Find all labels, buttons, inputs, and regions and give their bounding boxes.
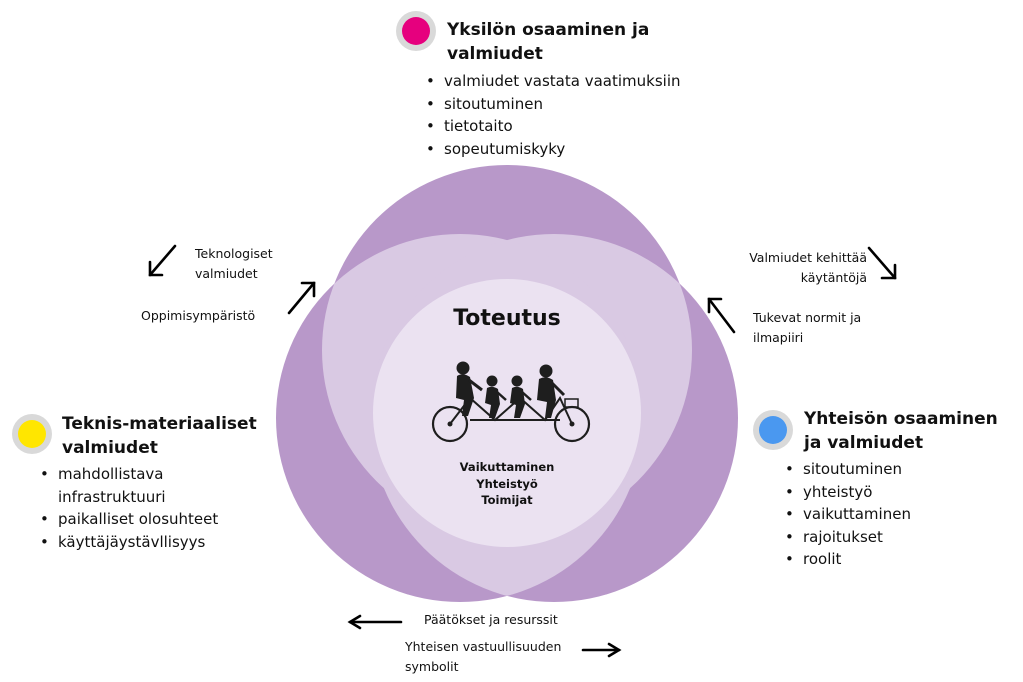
technical-color-dot [12,414,52,454]
label-decisions: Päätökset ja resurssit [424,612,558,627]
list-item: valmiudet vastata vaatimuksiin [422,70,712,93]
list-item: käyttäjäystävllisyys [36,531,236,554]
group-individual-list: valmiudet vastata vaatimuksiin sitoutumi… [422,70,712,160]
center-item: Vaikuttaminen [459,460,555,474]
group-community-list: sitoutuminen yhteistyö vaikuttaminen raj… [781,458,981,571]
list-item: mahdollistava infrastruktuuri [36,463,236,508]
center-items: Vaikuttaminen Yhteistyö Toimijat [407,459,607,509]
label-shared-responsibility: Yhteisen vastuullisuuden symbolit [405,639,562,674]
community-color-dot [753,410,793,450]
list-item: sitoutuminen [781,458,981,481]
center-item: Yhteistyö [476,476,538,491]
arrow-up-right-learning [287,281,316,315]
group-technical-title: Teknis-materiaaliset valmiudet [62,414,257,458]
arrow-left-decisions [347,614,403,630]
group-community-title: Yhteisön osaaminen ja valmiudet [804,409,998,453]
flow-arrows [148,244,897,658]
list-item: sopeutumiskyky [422,138,712,161]
center-item: Toimijat [481,493,533,507]
list-item: tietotaito [422,115,712,138]
group-technical-list: mahdollistava infrastruktuuri paikallise… [36,463,236,553]
arrow-down-right-practices [867,246,897,280]
center-title: Toteutus [453,306,561,331]
arrow-down-left-tech [148,244,177,277]
list-item: roolit [781,548,981,571]
list-item: rajoitukset [781,526,981,549]
center-circle [373,279,641,547]
individual-color-dot [396,11,436,51]
list-item: paikalliset olosuhteet [36,508,236,531]
arrow-up-left-norms [707,297,736,334]
arrow-right-responsibility [581,642,622,658]
tandem-bicycle-icon [431,361,591,443]
label-norms: Tukevat normit ja ilmapiiri [753,310,862,345]
list-item: sitoutuminen [422,93,712,116]
label-develop-practices: Valmiudet kehittää käytäntöjä [749,250,867,285]
label-learning-environment: Oppimisympäristö [141,308,256,323]
label-tech-capabilities: Teknologiset valmiudet [195,246,273,281]
list-item: yhteistyö [781,481,981,504]
group-individual-title: Yksilön osaaminen ja valmiudet [447,20,650,64]
list-item: vaikuttaminen [781,503,981,526]
